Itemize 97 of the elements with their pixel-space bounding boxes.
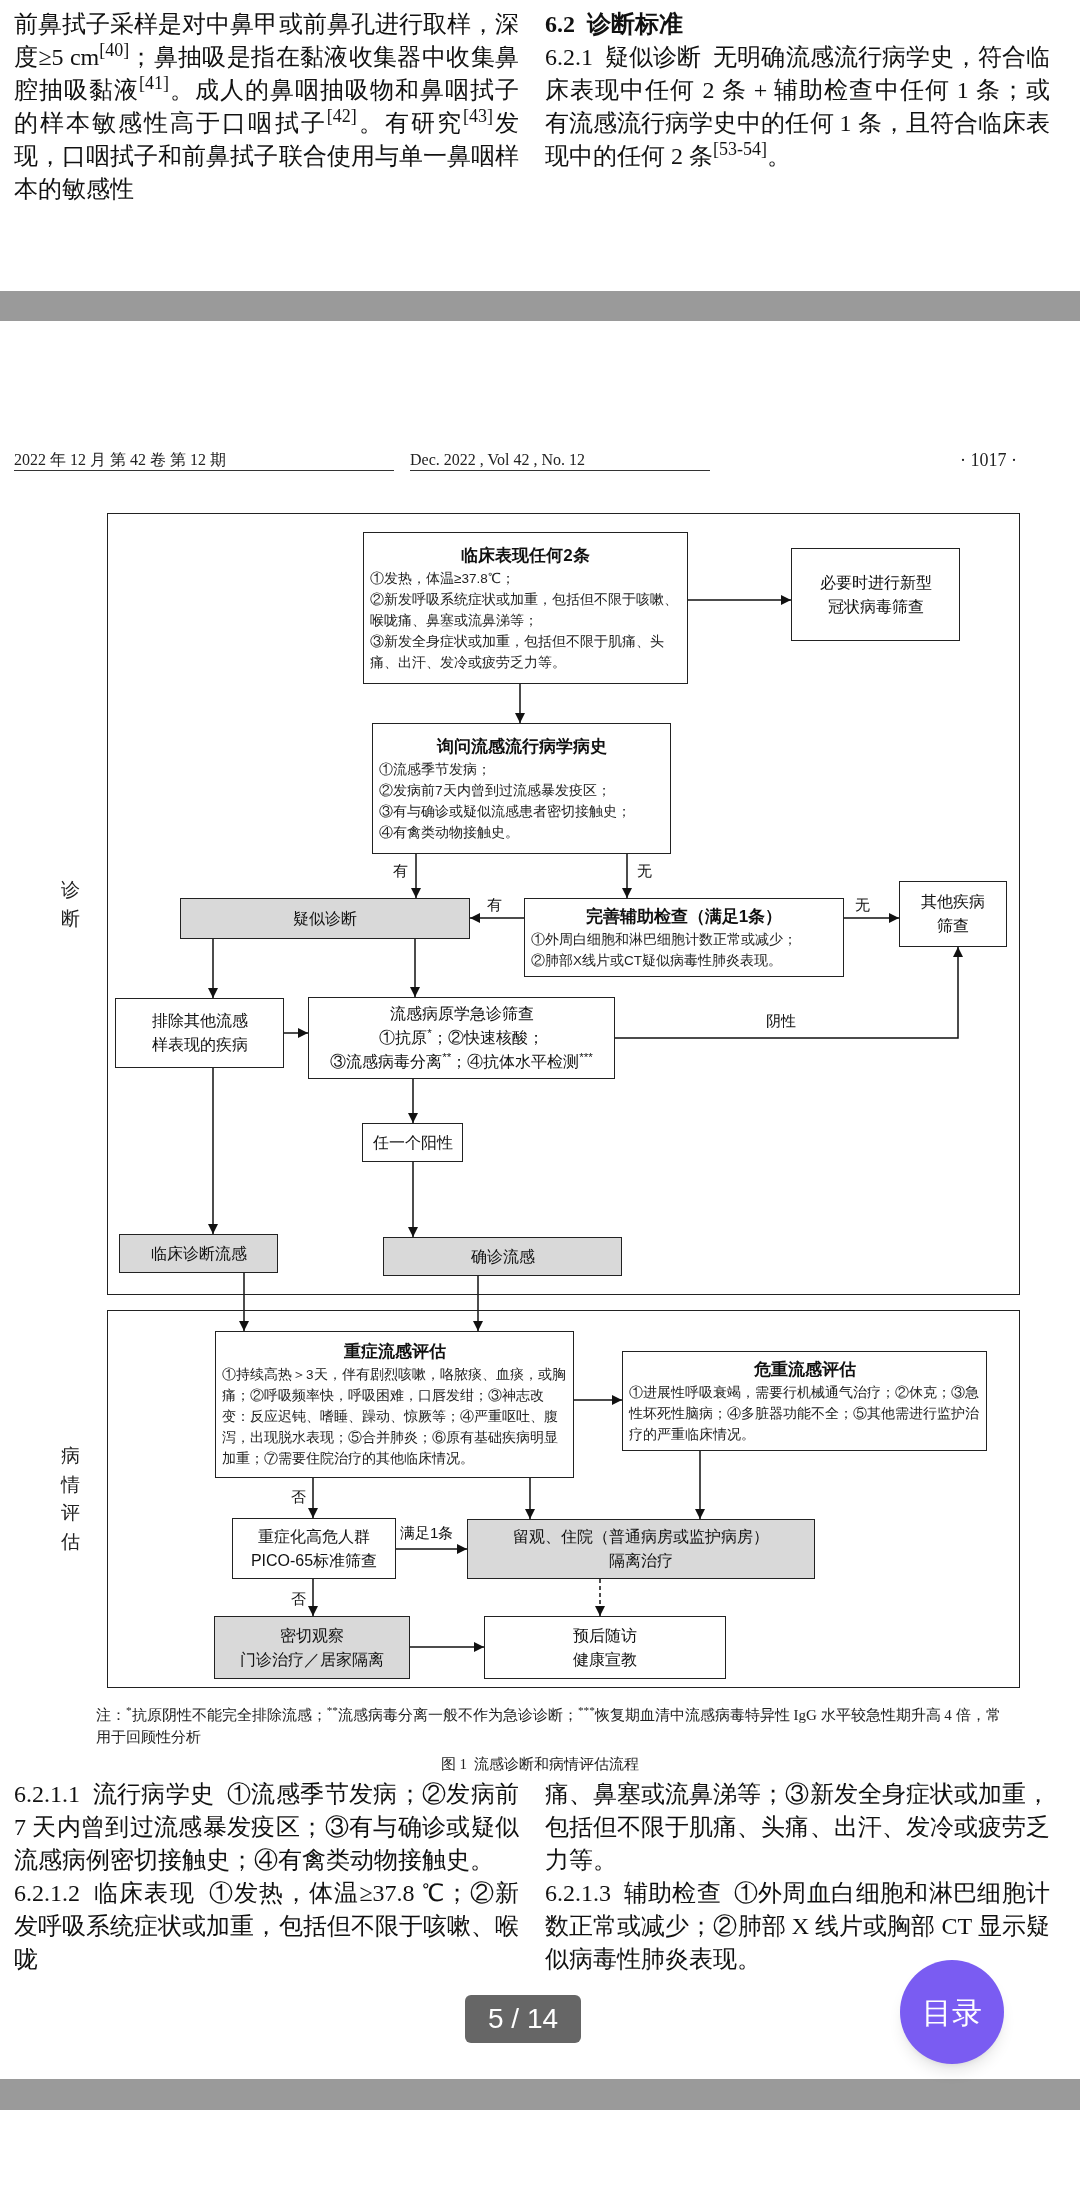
box-text: ①进展性呼吸衰竭，需要行机械通气治疗；②休克；③急性坏死性脑病；④多脏器功能不全；⑤其他需进行监护治疗的严重临床情况。 — [629, 1383, 980, 1444]
process-box — [791, 548, 960, 641]
arrow — [408, 1078, 418, 1124]
box-heading: 危重流感评估 — [752, 1358, 857, 1381]
box-heading: 完善辅助检查（满足1条） — [584, 905, 784, 928]
arrow — [283, 1028, 309, 1038]
arrow — [843, 913, 900, 923]
edge-label: 无 — [636, 862, 653, 880]
edge-label: 否 — [290, 1590, 307, 1608]
body-paragraph: 痛、鼻塞或流鼻涕等；③新发全身症状或加重，包括但不限于肌痛、头痛、出汗、发冷或疲劳乏力等。 — [545, 1780, 1050, 1875]
running-header: 2022 年 12 月 第 42 卷 第 12 期 — [14, 450, 394, 471]
result-box — [180, 898, 470, 939]
box-text: 疑似诊断 — [292, 908, 358, 929]
contents-button: 目录 — [900, 1960, 1004, 2064]
page-number: · 1017 · — [960, 450, 1018, 470]
arrow — [409, 1642, 485, 1652]
process-box — [362, 1123, 463, 1162]
arrow — [408, 1161, 418, 1238]
box-text: 确诊流感 — [469, 1246, 536, 1267]
box-heading: 询问流感流行病学病史 — [435, 735, 608, 758]
figure-caption: 图 1 流感诊断和病情评估流程 — [439, 1755, 641, 1774]
process-box — [899, 881, 1007, 947]
box-heading: 临床表现任何2条 — [460, 544, 591, 567]
arrow — [395, 1544, 468, 1554]
process-box — [115, 998, 284, 1068]
process-box — [308, 997, 615, 1079]
running-header: Dec. 2022 , Vol 42 , No. 12 — [410, 450, 710, 471]
arrow — [473, 1275, 483, 1332]
arrow — [595, 1578, 605, 1617]
box-text: ①抗原$^{*}$；②快速核酸； — [378, 1026, 545, 1048]
box-text: ①流感季节发病； — [379, 760, 492, 779]
body-paragraph: 6.2.1.2 临床表现 ①发热，体温≥37.8 ℃；②新发呼吸系统症状或加重，包括但不限于咳嗽、喉咙 — [14, 1879, 519, 1974]
box-text: 健康宣教 — [572, 1649, 638, 1670]
arrow — [411, 853, 421, 899]
footnote: 注：$^{*}$抗原阴性不能完全排除流感；$^{**}$流感病毒分离一般不作为急诊诊断；$^{***}$恢复期血清中流感病毒特异性 IgG 水平较急性期升高 4 倍，常用于回顾性分析 — [96, 1704, 1002, 1747]
process-box — [622, 1351, 987, 1451]
body-paragraph: 前鼻拭子采样是对中鼻甲或前鼻孔进行取样，深度≥5 cm$^{[40]}$；鼻抽吸是指在黏液收集器中收集鼻腔抽吸黏液$^{[41]}$。成人的鼻咽抽吸物和鼻咽拭子的样本敏感性高于口咽拭子$^{[42]}$。有研究$^{[43]}$发现，口咽拭子和前鼻拭子联合使用与单一鼻咽样本的敏感性 — [14, 10, 519, 204]
body-paragraph: 6.2.1 疑似诊断 无明确流感流行病学史，符合临床表现中任何 2 条 + 辅助检查中任何 1 条；或有流感流行病学史中的任何 1 条，且符合临床表现中的任何 2 条$^{[53-54]}$。 — [545, 43, 1050, 171]
box-text: 其他疾病筛查 — [920, 892, 986, 936]
box-text: ③流感病毒分离$^{**}$；④抗体水平检测$^{***}$ — [329, 1050, 594, 1072]
section-label: 诊断 — [61, 877, 80, 930]
section-heading: 6.2 诊断标准 — [545, 10, 684, 39]
box-text: 必要时进行新型冠状病毒筛查 — [818, 572, 933, 617]
box-text: 预后随访 — [572, 1625, 638, 1646]
box-text: 留观、住院（普通病房或监护病房） — [512, 1527, 770, 1547]
process-box — [524, 898, 844, 977]
box-text: ④有禽类动物接触史。 — [379, 823, 520, 842]
box-text: 临床诊断流感 — [149, 1243, 248, 1264]
process-box — [372, 723, 671, 854]
edge-label: 有 — [392, 862, 409, 880]
arrow — [208, 938, 218, 999]
arrow — [239, 1272, 249, 1332]
arrow — [469, 913, 525, 923]
box-text: 隔离治疗 — [608, 1551, 674, 1571]
box-text: ②发病前7天内曾到过流感暴发疫区； — [379, 781, 612, 800]
arrow — [687, 595, 792, 605]
box-text: ③新发全身症状或加重，包括但不限于肌痛、头痛、出汗、发冷或疲劳乏力等。 — [370, 632, 665, 672]
box-text: 重症化高危人群 — [257, 1526, 371, 1547]
arrow — [308, 1477, 318, 1519]
edge-label: 满足1条 — [399, 1524, 455, 1542]
edge-label: 否 — [290, 1488, 307, 1506]
body-paragraph: 6.2.1.1 流行病学史 ①流感季节发病；②发病前 7 天内曾到过流感暴发疫区；③有与确诊或疑似流感病例密切接触史；④有禽类动物接触史。 — [14, 1780, 519, 1875]
result-box — [467, 1519, 815, 1579]
arrow — [695, 1450, 705, 1520]
box-text: 门诊治疗／居家隔离 — [239, 1649, 385, 1670]
box-text: ②新发呼吸系统症状或加重，包括但不限于咳嗽、喉咙痛、鼻塞或流鼻涕等； — [370, 590, 679, 630]
box-text: ③有与确诊或疑似流感患者密切接触史； — [379, 802, 632, 821]
box-heading: 流感病原学急诊筛查 — [388, 1004, 535, 1024]
box-text: 密切观察 — [279, 1625, 345, 1646]
result-box — [383, 1237, 622, 1276]
edge-label: 无 — [854, 896, 871, 914]
arrow — [614, 946, 963, 1039]
box-text: 任一个阳性 — [371, 1132, 454, 1153]
box-text: PICO-65标准筛查 — [249, 1550, 379, 1571]
box-heading: 重症流感评估 — [342, 1341, 447, 1363]
box-text: ①持续高热＞3天，伴有剧烈咳嗽，咯脓痰、血痰，或胸痛；②呼吸频率快，呼吸困难，口唇发绀；③神志改变：反应迟钝、嗜睡、躁动、惊厥等；④严重呕吐、腹泻，出现脱水表现；⑤合并肺炎；⑥原有基础疾病明显加重；⑦需要住院治疗的其他临床情况。 — [222, 1366, 567, 1468]
edge-label: 阴性 — [765, 1012, 797, 1030]
process-box — [484, 1616, 726, 1679]
box-text: 排除其他流感样表现的疾病 — [150, 1011, 249, 1055]
arrow — [515, 683, 525, 724]
section-label: 病情评估 — [61, 1444, 80, 1554]
arrow — [410, 938, 420, 998]
edge-label: 有 — [486, 896, 503, 914]
process-box — [215, 1331, 574, 1478]
result-box — [214, 1616, 410, 1679]
process-box — [232, 1518, 396, 1579]
process-box — [363, 532, 688, 684]
box-text: ①外周白细胞和淋巴细胞计数正常或减少； — [531, 930, 798, 949]
page-indicator: 5 / 14 — [465, 1995, 581, 2043]
arrow — [208, 1067, 218, 1235]
box-text: ②肺部X线片或CT疑似病毒性肺炎表现。 — [531, 951, 783, 970]
result-box — [119, 1234, 278, 1273]
arrow — [573, 1395, 623, 1405]
arrow — [622, 853, 632, 899]
arrow — [308, 1578, 318, 1617]
arrow — [525, 1477, 535, 1520]
box-text: ①发热，体温≥37.8℃； — [370, 569, 516, 588]
